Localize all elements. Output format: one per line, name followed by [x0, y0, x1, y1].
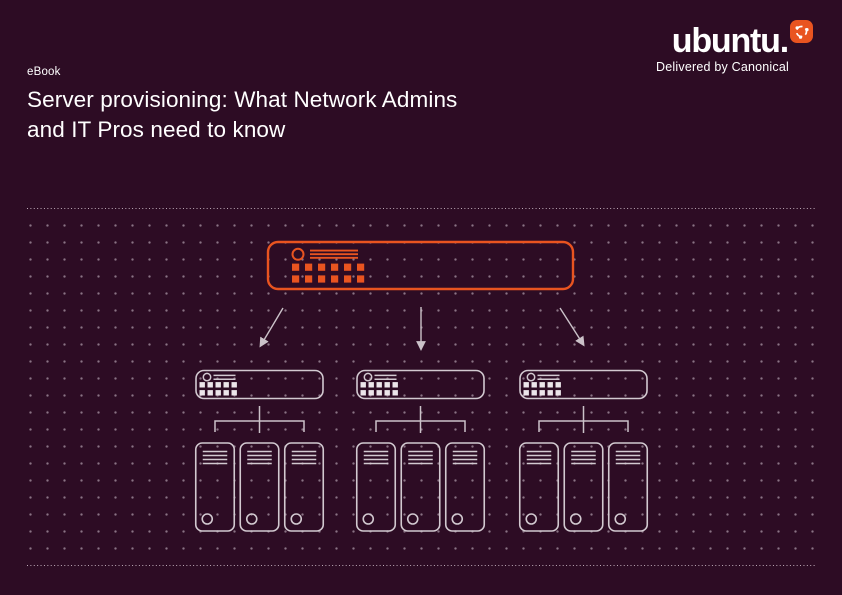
ubuntu-circle-of-friends-icon: [790, 20, 813, 43]
left-cluster-icon: [196, 371, 324, 532]
kicker-label: eBook: [27, 66, 61, 78]
ubuntu-logo-row: ubuntu.: [672, 20, 813, 59]
dotted-divider-bottom: [27, 565, 815, 567]
ubuntu-logo: ubuntu. Delivered by Canonical: [656, 20, 813, 74]
arrow-to-right-cluster-icon: [559, 307, 585, 347]
dotted-divider-top: [27, 208, 815, 210]
page-title-line1: Server provisioning: What Network Admins: [27, 87, 458, 112]
middle-cluster-icon: [357, 371, 485, 532]
page-title-line2: and IT Pros need to know: [27, 116, 286, 142]
dot-grid-background: [22, 217, 819, 559]
ubuntu-wordmark: ubuntu.: [671, 22, 789, 60]
main-server-icon: [266, 240, 575, 291]
right-cluster-icon: [520, 371, 648, 532]
canonical-tagline: Delivered by Canonical: [656, 60, 789, 74]
arrow-to-left-cluster-icon: [259, 307, 284, 348]
page-title: Server provisioning: What Network Admins…: [27, 85, 457, 144]
